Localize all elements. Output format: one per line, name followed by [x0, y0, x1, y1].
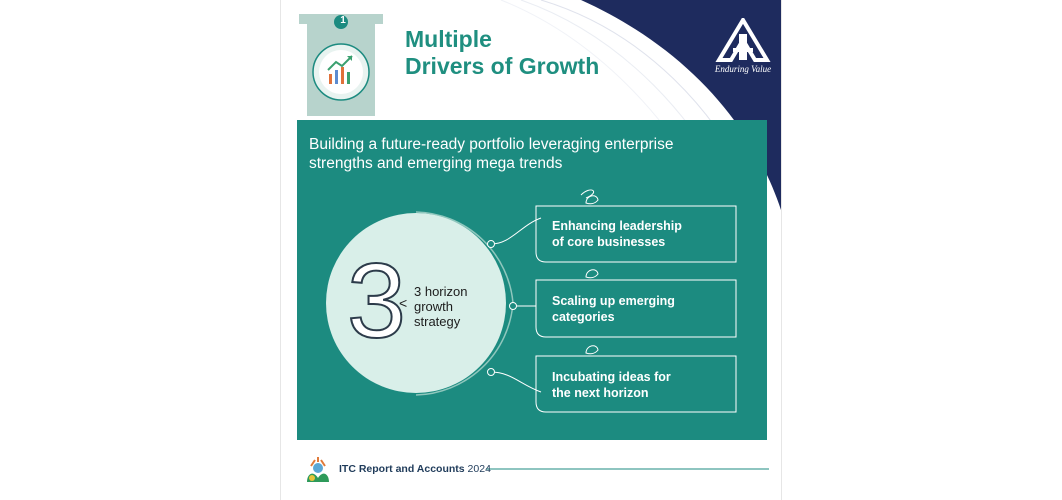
itc-logo-mark-icon	[715, 16, 771, 62]
strategy-label-line-1: 3 horizon	[414, 284, 468, 299]
big-numeral-3: 3	[346, 242, 407, 360]
logo-tagline: Enduring Value	[714, 64, 772, 74]
strategy-label-line-2: growth	[414, 299, 454, 314]
badge-number: 1	[340, 15, 346, 26]
horizon-1-line-2: of core businesses	[552, 235, 666, 249]
itc-report-emblem-icon	[307, 457, 329, 482]
title-line-2: Drivers of Growth	[405, 53, 600, 79]
report-page: 1 Multiple Drivers of Growth Enduring Va…	[281, 0, 781, 500]
growth-chart-badge	[299, 14, 383, 116]
horizon-2-line-1: Scaling up emerging	[552, 294, 675, 308]
footer-report-title: ITC Report and Accounts 2024	[339, 463, 491, 475]
horizon-2-label: Scaling up emerging categories	[552, 293, 675, 325]
title-line-1: Multiple	[405, 26, 492, 52]
panel-subtitle: Building a future-ready portfolio levera…	[309, 136, 674, 172]
horizon-3-label: Incubating ideas for the next horizon	[552, 369, 671, 401]
strategy-label: 3 horizon growth strategy	[414, 284, 494, 329]
horizon-diagram	[326, 195, 769, 470]
strategy-label-line-3: strategy	[414, 314, 461, 329]
footer-year: 2024	[467, 463, 491, 475]
horizon-3-line-1: Incubating ideas for	[552, 370, 671, 384]
page-title: Multiple Drivers of Growth	[405, 26, 599, 80]
horizon-1-label: Enhancing leadership of core businesses	[552, 218, 682, 250]
itc-logo: Enduring Value	[713, 16, 773, 74]
horizon-3-line-2: the next horizon	[552, 386, 649, 400]
footer-report-name: ITC Report and Accounts	[339, 463, 465, 475]
horizon-2-line-2: categories	[552, 310, 615, 324]
chevron-left-icon: <	[399, 295, 408, 311]
horizon-1-line-1: Enhancing leadership	[552, 219, 682, 233]
